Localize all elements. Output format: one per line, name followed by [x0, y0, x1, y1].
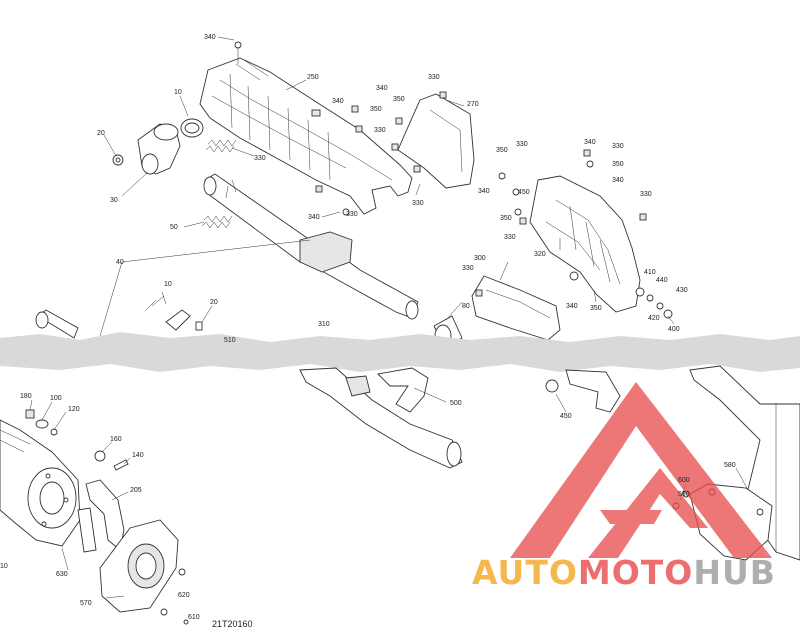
callout-label: 180: [20, 393, 32, 400]
callout-label: 330: [462, 265, 474, 272]
callout-label: 500: [450, 400, 462, 407]
callout-label: 40: [116, 259, 124, 266]
callout-label: 400: [668, 326, 680, 333]
logo-triangle-outer: [510, 382, 772, 558]
callout-label: 330: [374, 127, 386, 134]
callout-label: 340: [478, 188, 490, 195]
callout-label: 340: [612, 177, 624, 184]
torn-separator: [0, 332, 800, 372]
callout-label: 450: [560, 413, 572, 420]
callout-label: 20: [97, 130, 105, 137]
callout-label: 330: [412, 200, 424, 207]
upper-assembly: [35, 36, 675, 348]
callout-label: 350: [612, 161, 624, 168]
callout-label: 350: [496, 147, 508, 154]
main-pipe-40: [203, 173, 419, 320]
callout-label: 620: [178, 592, 190, 599]
callout-label: 350: [370, 106, 382, 113]
clamp-10-20: [145, 295, 203, 331]
callout-label: 340: [308, 214, 320, 221]
bracket-205: [77, 479, 125, 553]
hardware-410-440: [569, 271, 673, 319]
fasteners-upper: [342, 105, 594, 216]
watermark-logo: [510, 382, 772, 558]
logo-triangle-inner: [588, 468, 708, 558]
springs-50: [201, 139, 237, 229]
callout-label: 340: [566, 303, 578, 310]
callout-label: 160: [110, 436, 122, 443]
elbow-pipe-30: [112, 118, 204, 175]
end-cap-570: [99, 519, 189, 625]
callout-label: 330: [346, 211, 358, 218]
callout-label: 330: [516, 141, 528, 148]
callout-label: 330: [612, 143, 624, 150]
callout-label: 340: [332, 98, 344, 105]
callout-label: 350: [590, 305, 602, 312]
clamp-450: [545, 369, 621, 413]
logo-triangle-base: [600, 510, 662, 524]
bracket-500: [377, 367, 429, 413]
callouts-lower: 180 100 120 160 140 205 10 630 620 570 6…: [0, 393, 736, 621]
callout-label: 590: [678, 491, 690, 498]
callout-label: 570: [80, 600, 92, 607]
muffler-580: [689, 365, 800, 561]
callout-label: 205: [130, 487, 142, 494]
callout-label: 10: [174, 89, 182, 96]
watermark-word-hub: HUB: [693, 553, 776, 592]
callout-label: 20: [210, 299, 218, 306]
svg-text:AUTOMOTOHUB: AUTOMOTOHUB: [472, 553, 776, 592]
muffler-end-left: [0, 419, 81, 547]
leader-lines-upper: [99, 36, 675, 337]
callout-label: 330: [254, 155, 266, 162]
callout-label: 580: [724, 462, 736, 469]
callout-label: 600: [678, 477, 690, 484]
callout-label: 340: [376, 85, 388, 92]
watermark-word-auto: AUTO: [472, 553, 578, 592]
callout-label: 510: [224, 337, 236, 344]
watermark-wordmark: AUTOMOTOHUB: [472, 553, 776, 592]
callout-label: 610: [188, 614, 200, 621]
callouts-upper: 340 250 10 20 30 330 340 350 350 330 330…: [97, 34, 688, 344]
pipe-310: [299, 367, 463, 469]
callout-label: 330: [504, 234, 516, 241]
figure-code: 21T20160: [212, 619, 253, 629]
callout-label: 410: [644, 269, 656, 276]
bracket-270: [391, 91, 475, 189]
callout-label: 300: [474, 255, 486, 262]
callout-label: 420: [648, 315, 660, 322]
heat-shield-320: [519, 149, 647, 313]
callout-label: 630: [56, 571, 68, 578]
callout-label: 140: [132, 452, 144, 459]
callout-label: 250: [307, 74, 319, 81]
bracket-300: [471, 275, 561, 341]
callout-label: 30: [110, 197, 118, 204]
callout-label: 270: [467, 101, 479, 108]
callout-label: 350: [393, 96, 405, 103]
callout-label: 350: [500, 215, 512, 222]
heat-shield-250: [199, 41, 413, 215]
watermark-word-moto: MOTO: [578, 553, 693, 592]
callout-label: 320: [534, 251, 546, 258]
callout-label: 10: [164, 281, 172, 288]
callout-label: 340: [204, 34, 216, 41]
callout-label: 340: [584, 139, 596, 146]
left-cap: [35, 309, 79, 339]
callout-label: 50: [170, 224, 178, 231]
callout-label: 80: [462, 303, 470, 310]
callout-label: 330: [428, 74, 440, 81]
fasteners-lower-left: [25, 409, 129, 471]
callout-label: 100: [50, 395, 62, 402]
callout-label: 310: [318, 321, 330, 328]
callout-label: 120: [68, 406, 80, 413]
callout-label: 450: [518, 189, 530, 196]
callout-label: 330: [640, 191, 652, 198]
callout-label: 10: [0, 563, 8, 570]
callout-label: 430: [676, 287, 688, 294]
callout-label: 440: [656, 277, 668, 284]
